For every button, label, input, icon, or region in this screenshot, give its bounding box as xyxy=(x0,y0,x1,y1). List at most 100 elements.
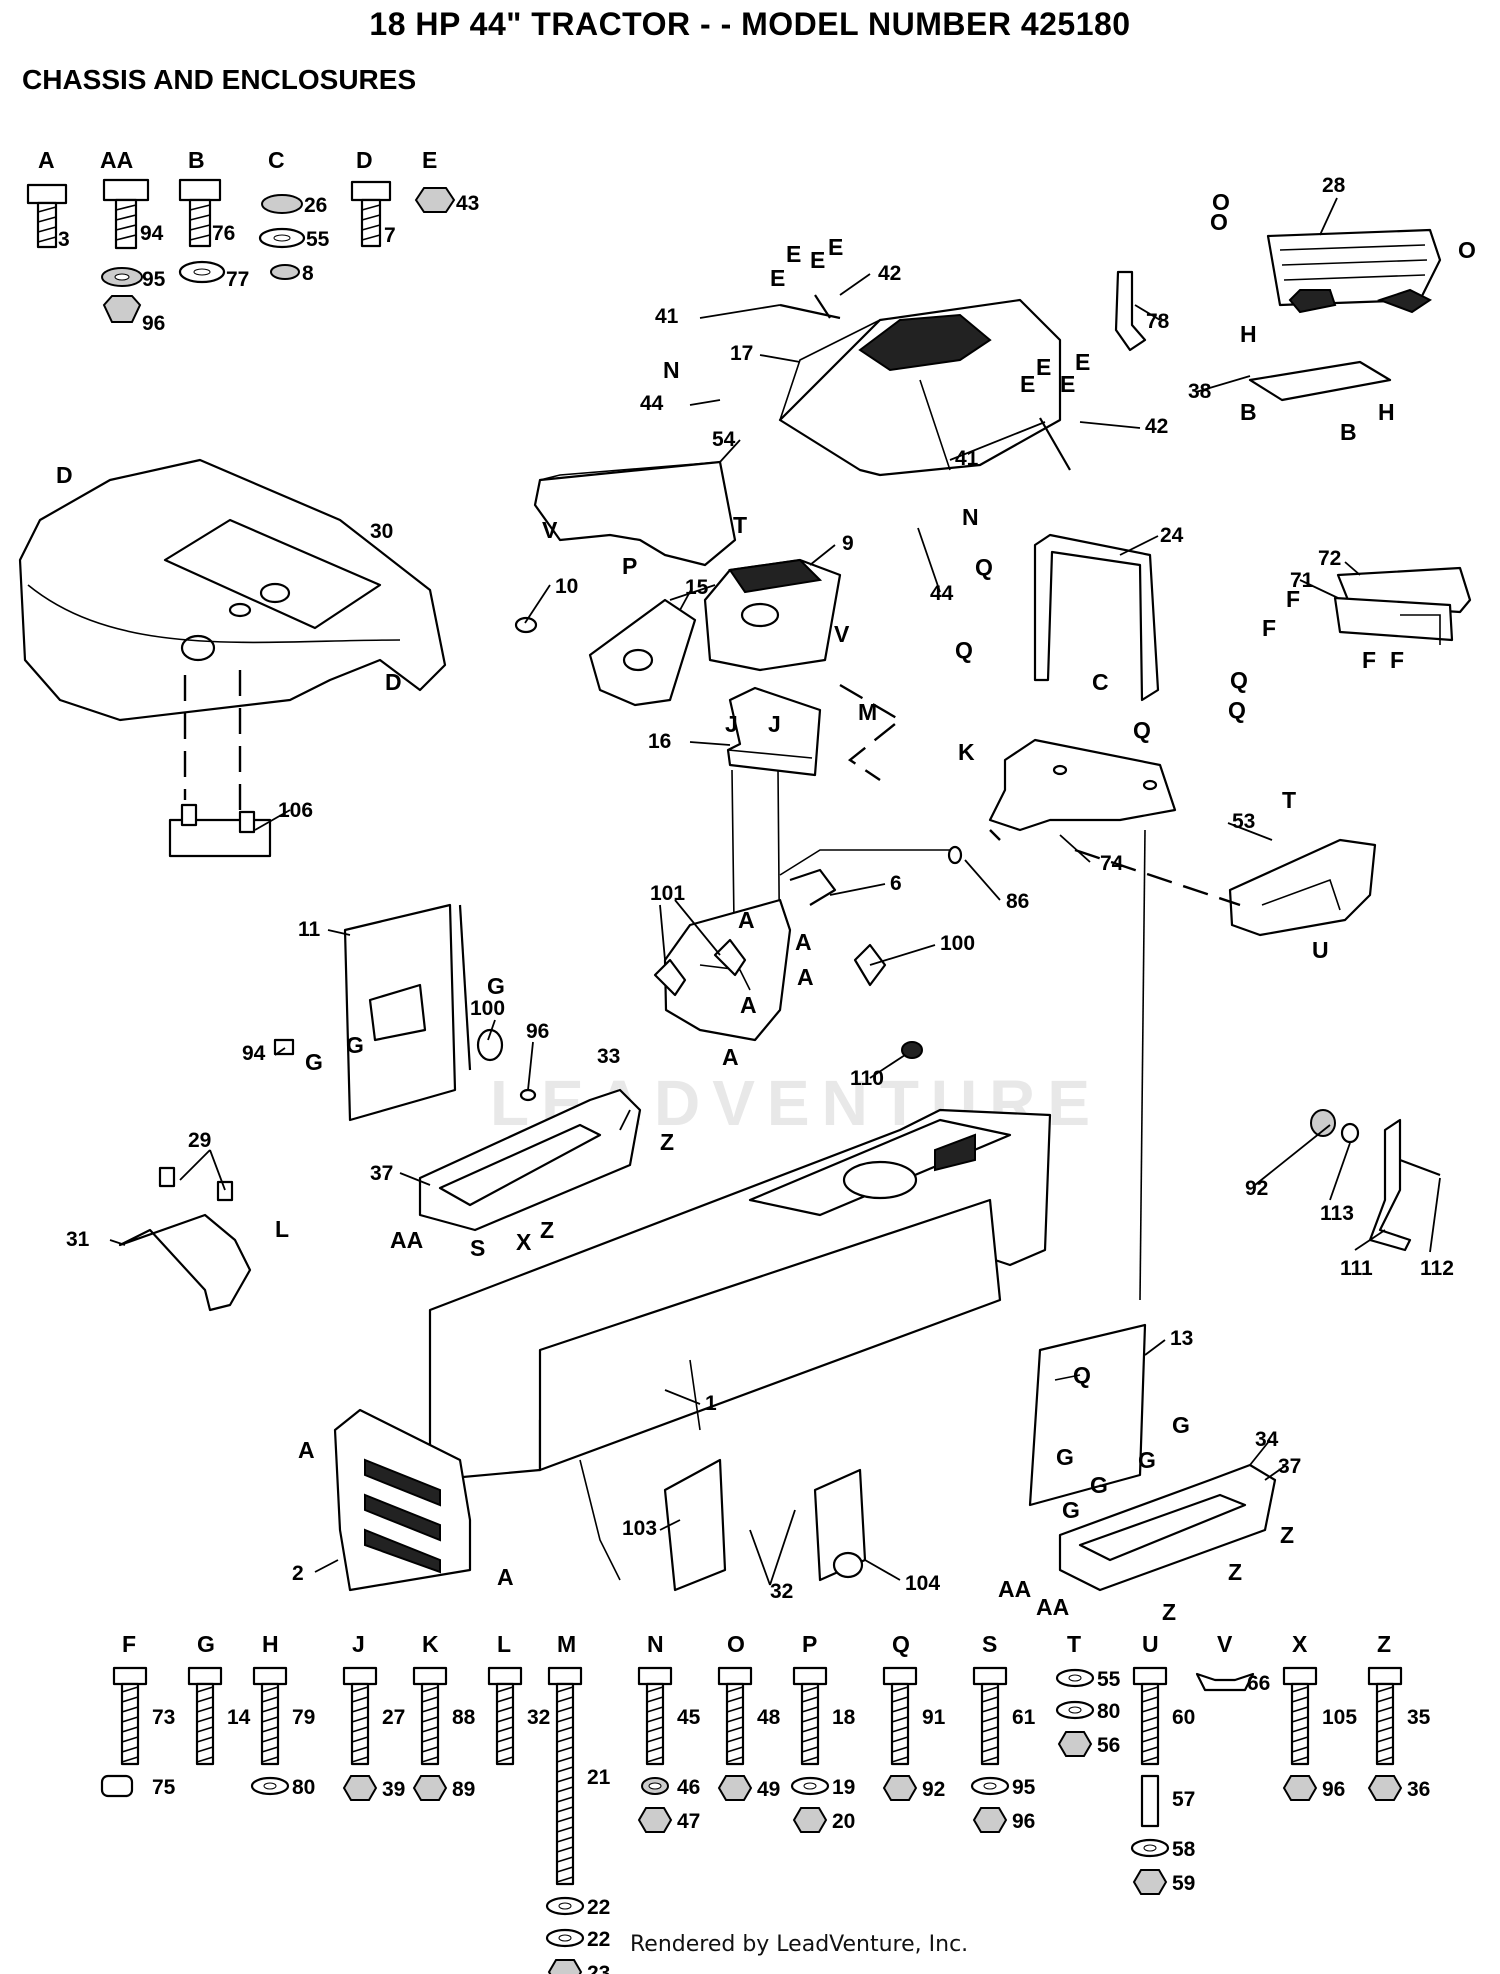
part-number: 8 xyxy=(302,262,314,285)
ref-letter: V xyxy=(542,517,558,543)
side-plate xyxy=(1028,1323,1147,1507)
ref-letter: S xyxy=(470,1235,485,1261)
ref-letter: G xyxy=(487,973,505,999)
hardware-letter-K: K xyxy=(422,1631,439,1657)
bolt-head-icon xyxy=(717,1666,753,1686)
ref-letter: A xyxy=(795,929,812,955)
part-number: 22 xyxy=(587,1928,610,1951)
callout-label: 106 xyxy=(278,799,313,822)
ref-letter: D xyxy=(385,669,402,695)
part-number: 14 xyxy=(227,1706,251,1729)
hitch-bracket xyxy=(118,1213,252,1312)
nut-icon xyxy=(717,1775,753,1801)
nut-icon xyxy=(412,1775,448,1801)
hardware-letter-O: O xyxy=(727,1631,745,1657)
clip-nut-icon xyxy=(100,1774,134,1798)
part-number: 91 xyxy=(922,1706,946,1729)
callout-label: 16 xyxy=(648,730,671,753)
bolt-head-icon xyxy=(26,183,68,205)
hardware-top-row: A AA B C D E 3 94 95 96 76 77 26 55 8 7 … xyxy=(26,147,479,335)
part-number: 46 xyxy=(677,1776,700,1799)
ref-letter: G xyxy=(1062,1497,1080,1523)
bumper-bracket xyxy=(1248,360,1392,402)
callout-label: 37 xyxy=(370,1162,393,1185)
ref-letter: AA xyxy=(1036,1594,1069,1620)
callout-label: 113 xyxy=(1320,1202,1354,1225)
bolt-head-icon xyxy=(178,178,222,202)
ref-letter: C xyxy=(1092,669,1109,695)
part-number: 105 xyxy=(1322,1706,1357,1729)
callout-label: 11 xyxy=(298,918,321,941)
callout-label: 104 xyxy=(905,1572,940,1595)
nut-icon xyxy=(972,1807,1008,1833)
part-number: 60 xyxy=(1172,1706,1195,1729)
part-number: 73 xyxy=(152,1706,175,1729)
ref-letter: U xyxy=(1312,937,1329,963)
bolt-head-icon xyxy=(1282,1666,1318,1686)
bumper-guard xyxy=(1228,838,1377,937)
part-number: 7 xyxy=(384,224,396,247)
bolt-shank-icon xyxy=(725,1682,745,1766)
hood-support-frame xyxy=(1033,533,1160,702)
part-number: 96 xyxy=(1012,1810,1035,1833)
ref-letter: E xyxy=(786,241,801,267)
ref-letter: F xyxy=(1390,647,1404,673)
callout-label: 94 xyxy=(242,1042,266,1065)
ref-letter: T xyxy=(733,512,747,538)
ref-letter: M xyxy=(858,699,877,725)
part-number: 22 xyxy=(587,1896,610,1919)
callout-label: 110 xyxy=(850,1067,884,1090)
ref-letter: B xyxy=(1240,399,1257,425)
part-number: 23 xyxy=(587,1962,610,1974)
dashboard-panel xyxy=(778,298,1062,477)
bolt-head-icon xyxy=(412,1666,448,1686)
part-number: 27 xyxy=(382,1706,405,1729)
callout-label: 30 xyxy=(370,520,393,543)
ref-letter: Z xyxy=(660,1129,674,1155)
part-number: 94 xyxy=(140,222,164,245)
chassis-side-rail xyxy=(538,1198,1002,1472)
pedal-arm xyxy=(1368,1118,1412,1252)
hood-panel-recess xyxy=(163,518,382,630)
bolt-shank-icon xyxy=(195,1682,215,1766)
ref-letter: J xyxy=(768,711,781,737)
nut-icon xyxy=(882,1775,918,1801)
ref-letter: AA xyxy=(998,1576,1031,1602)
hardware-letter-B: B xyxy=(188,147,205,173)
bolt-shank-icon xyxy=(120,1682,140,1766)
ref-letter: B xyxy=(1340,419,1357,445)
part-number: 92 xyxy=(922,1778,945,1801)
callout-label: 28 xyxy=(1322,174,1346,197)
ref-letter: Z xyxy=(1162,1599,1176,1625)
nut-icon xyxy=(1367,1775,1403,1801)
hardware-bottom-row: F7375G14H7980J2739K8889L32M21222223N4546… xyxy=(100,1631,1431,1974)
bolt-head-icon xyxy=(792,1666,828,1686)
bolt-shank-icon xyxy=(555,1682,575,1886)
ref-letter: F xyxy=(1286,586,1300,612)
bolt-shank-icon xyxy=(350,1682,370,1766)
bolt-head-icon xyxy=(252,1666,288,1686)
spacer-icon xyxy=(1140,1774,1160,1828)
ref-letter: K xyxy=(958,739,975,765)
part-number: 20 xyxy=(832,1810,855,1833)
front-plate xyxy=(988,738,1177,832)
part-number: 47 xyxy=(677,1810,700,1833)
bolt-head-icon xyxy=(487,1666,523,1686)
ref-letter: E xyxy=(1075,349,1090,375)
bolt-shank-icon xyxy=(980,1682,1000,1766)
part-number: 18 xyxy=(832,1706,856,1729)
bolt-shank-icon xyxy=(890,1682,910,1766)
callout-label: 100 xyxy=(470,997,505,1020)
hardware-letter-J: J xyxy=(352,1631,365,1657)
callout-label: 103 xyxy=(622,1517,657,1540)
ref-letter: A xyxy=(497,1564,514,1590)
part-number: 35 xyxy=(1407,1706,1431,1729)
callout-label: 9 xyxy=(842,532,854,555)
bolt-shank-icon xyxy=(1140,1682,1160,1766)
footer-credit: Rendered by LeadVenture, Inc. xyxy=(630,1932,969,1957)
part-number: 76 xyxy=(212,222,235,245)
steering-bracket xyxy=(663,898,792,1042)
ref-letter: A xyxy=(722,1044,739,1070)
callout-label: 17 xyxy=(730,342,753,365)
ref-letter: P xyxy=(622,553,637,579)
